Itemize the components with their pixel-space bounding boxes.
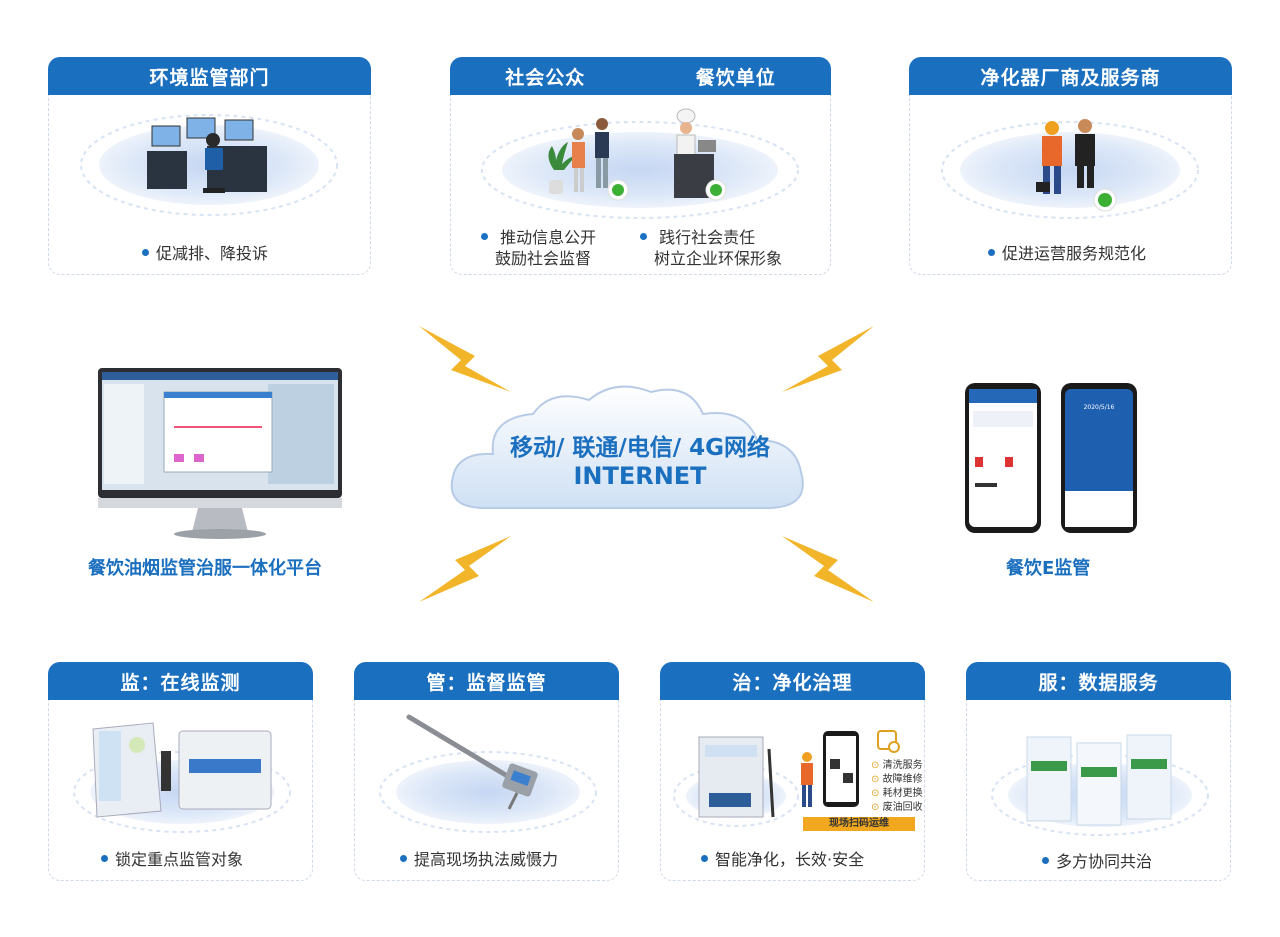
service-item: ⊙ 故障维修 [871, 773, 923, 787]
benefit-line: 践行社会责任 [659, 228, 755, 247]
internet-label: INTERNET [480, 462, 800, 490]
technician-illustration [1030, 116, 1130, 218]
service-label: 耗材更换 [883, 788, 923, 799]
service-label: 废油回收 [883, 802, 923, 813]
purifier-controller-illustration [697, 733, 797, 823]
card-environment-dept: 环境监管部门 促减排、降投诉 [48, 57, 371, 275]
monitoring-device-illustration [89, 721, 279, 821]
benefit-text-public: 推动信息公开 鼓励社会监督 [481, 227, 596, 269]
card-vendors-service: 净化器厂商及服务商 促进运营服务规范化 [909, 57, 1232, 275]
platform-label: 餐饮油烟监管治服一体化平台 [88, 554, 322, 580]
monitoring-staff-illustration [147, 116, 277, 206]
card-tab: 社会公众 餐饮单位 [450, 57, 831, 95]
benefit-text: 锁定重点监管对象 [101, 849, 243, 870]
public-and-chef-illustration [536, 102, 786, 206]
card-purify: 治：净化治理 ⊙ 清洗服务 ⊙ 故障维修 ⊙ 耗材更换 ⊙ 废油回收 现场扫码运… [660, 662, 925, 881]
platform-monitor-illustration [98, 368, 342, 540]
benefit-text: 促减排、降投诉 [142, 243, 268, 264]
service-item: ⊙ 耗材更换 [871, 787, 923, 801]
service-list: ⊙ 清洗服务 ⊙ 故障维修 ⊙ 耗材更换 ⊙ 废油回收 [871, 759, 923, 815]
service-item: ⊙ 清洗服务 [871, 759, 923, 773]
card-tab: 服：数据服务 [966, 662, 1231, 700]
benefit-text-restaurants: 践行社会责任 树立企业环保形象 [640, 227, 782, 269]
card-tab: 监：在线监测 [48, 662, 313, 700]
benefit-text: 智能净化，长效·安全 [701, 849, 864, 870]
benefit-text: 提高现场执法威慑力 [400, 849, 558, 870]
tab-restaurants: 餐饮单位 [696, 63, 776, 90]
card-tab: 净化器厂商及服务商 [909, 57, 1232, 95]
lightning-bolt-icon [778, 532, 878, 607]
card-supervise: 管：监督监管 提高现场执法威慑力 [354, 662, 619, 881]
card-tab: 治：净化治理 [660, 662, 925, 700]
card-monitor: 监：在线监测 锁定重点监管对象 [48, 662, 313, 881]
qr-scan-icon [876, 729, 902, 755]
app-label: 餐饮E监管 [1006, 554, 1090, 580]
lightning-bolt-icon [415, 532, 515, 607]
network-label: 移动/ 联通/电信/ 4G网络 [480, 428, 800, 462]
service-label: 故障维修 [883, 774, 923, 785]
mobile-app-illustration: 2020/5/16 [965, 383, 1137, 533]
scan-maintenance-badge: 现场扫码运维 [803, 817, 915, 831]
card-data-service: 服：数据服务 多方协同共治 [966, 662, 1231, 881]
app-date: 2020/5/16 [1084, 404, 1115, 411]
card-public-restaurants: 社会公众 餐饮单位 推动信息公开 鼓励社会监督 践行社会责任 树立企业环保形象 [450, 57, 831, 275]
benefit-text: 促进运营服务规范化 [988, 243, 1146, 264]
data-reports-illustration [1025, 731, 1175, 827]
benefit-line: 树立企业环保形象 [640, 248, 782, 269]
worker-phone-illustration [793, 729, 863, 819]
benefit-line: 推动信息公开 [500, 228, 596, 247]
service-label: 清洗服务 [883, 760, 923, 771]
benefit-text: 多方协同共治 [1042, 851, 1152, 872]
benefit-line: 鼓励社会监督 [481, 248, 596, 269]
service-item: ⊙ 废油回收 [871, 801, 923, 815]
tab-public: 社会公众 [505, 63, 585, 90]
card-tab: 管：监督监管 [354, 662, 619, 700]
portable-detector-illustration [405, 713, 575, 813]
card-tab: 环境监管部门 [48, 57, 371, 95]
